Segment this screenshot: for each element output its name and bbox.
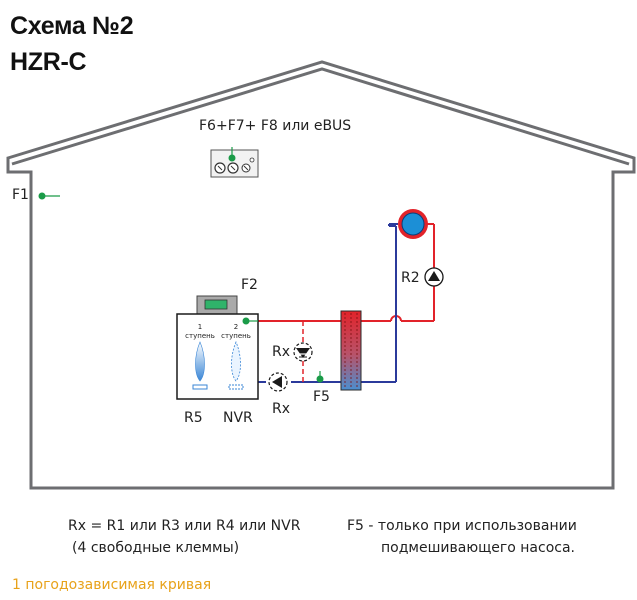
weather-curve-note: 1 погодозависимая кривая	[12, 577, 212, 593]
pump-rx-icon	[268, 372, 288, 392]
flame-stage1-icon	[195, 341, 205, 382]
stage2-number: 2	[233, 323, 239, 331]
sensor-dot-controller	[228, 154, 236, 162]
stage1-number: 1	[197, 323, 203, 331]
r2-label: R2	[401, 270, 420, 286]
buffer-tank	[340, 310, 362, 391]
f2-label: F2	[241, 277, 258, 293]
f5-note-line2: подмешивающего насоса.	[381, 540, 575, 556]
f5-sensor	[316, 371, 324, 383]
rx-note-line1: Rx = R1 или R3 или R4 или NVR	[68, 518, 301, 534]
f1-sensor	[38, 192, 60, 200]
mixer-valve-icon	[293, 342, 313, 362]
f5-label: F5	[313, 389, 330, 405]
rx-mixer-label: Rx	[272, 344, 291, 360]
house-outline	[6, 60, 636, 490]
stage1-label: ступень	[185, 332, 215, 340]
f1-label: F1	[12, 187, 29, 203]
stage2-label: ступень	[221, 332, 251, 340]
controller-panel	[210, 147, 259, 178]
nvr-label: NVR	[223, 410, 253, 426]
return-piping	[258, 224, 397, 383]
pump-r2-icon	[424, 267, 444, 287]
scheme-model: HZR-C	[10, 48, 87, 76]
radiator-icon	[389, 209, 428, 239]
rx-pump-label: Rx	[272, 401, 291, 417]
controller-label: F6+F7+ F8 или eBUS	[199, 118, 352, 134]
f5-note-line1: F5 - только при использовании	[347, 518, 577, 534]
flame-stage2-icon	[231, 340, 241, 382]
boiler	[176, 295, 259, 400]
f2-sensor-dot	[242, 317, 250, 325]
scheme-title: Схема №2	[10, 12, 134, 40]
r5-label: R5	[184, 410, 203, 426]
rx-note-line2: (4 свободные клеммы)	[72, 540, 240, 556]
